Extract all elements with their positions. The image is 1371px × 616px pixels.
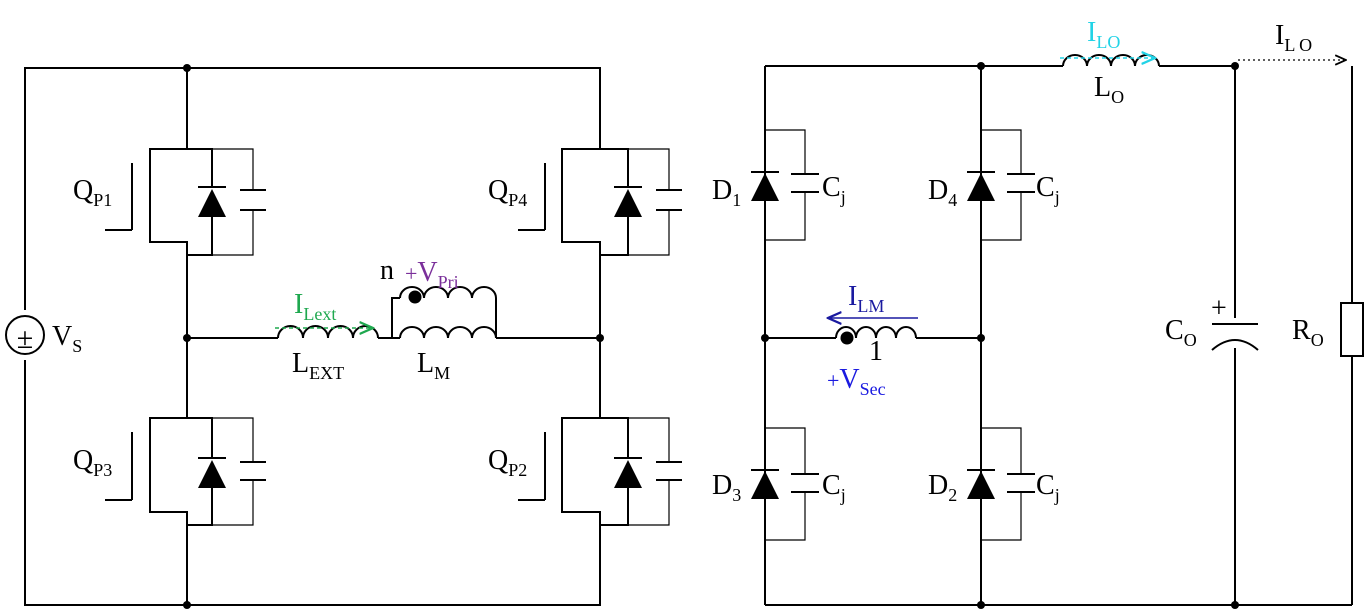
cj-label-d1: Cj bbox=[822, 172, 846, 207]
cj-label-d2: Cj bbox=[1036, 470, 1060, 505]
mosfet-qp2 bbox=[518, 338, 682, 605]
lo-inductor bbox=[1062, 54, 1160, 67]
i-lext-label: ILext bbox=[294, 289, 336, 324]
lext-label: LEXT bbox=[292, 348, 344, 383]
primary-dot-icon bbox=[408, 290, 422, 304]
lo-label: LO bbox=[1094, 72, 1124, 107]
source-label: VS bbox=[52, 321, 82, 356]
secondary-dot-icon bbox=[840, 331, 854, 345]
v-pri-label: +VPri bbox=[405, 257, 459, 292]
junction-dot bbox=[1231, 601, 1239, 609]
i-lo-out-label: IL O bbox=[1275, 20, 1312, 55]
d3-label: D3 bbox=[712, 470, 741, 505]
secondary-turns-label: 1 bbox=[869, 336, 883, 367]
mosfet-qp3 bbox=[105, 338, 266, 605]
diode-d2 bbox=[966, 427, 1035, 541]
dc-voltage-source: ± bbox=[0, 310, 50, 360]
i-lm-label: ILM bbox=[848, 281, 884, 316]
mosfet-qp4 bbox=[518, 68, 682, 338]
qp4-label: QP4 bbox=[488, 175, 527, 210]
junction-dot bbox=[977, 62, 985, 70]
d2-label: D2 bbox=[928, 470, 957, 505]
output-resistor bbox=[1340, 302, 1364, 357]
ro-label: RO bbox=[1292, 315, 1324, 350]
co-label: CO bbox=[1165, 315, 1197, 350]
mosfet-qp1 bbox=[105, 68, 266, 338]
output-capacitor bbox=[1210, 318, 1260, 351]
lm-label: LM bbox=[417, 348, 450, 383]
co-polarity-plus: + bbox=[1211, 293, 1227, 324]
cj-label-d4: Cj bbox=[1036, 172, 1060, 207]
qp3-label: QP3 bbox=[73, 445, 112, 480]
qp1-label: QP1 bbox=[73, 175, 112, 210]
cj-label-d3: Cj bbox=[822, 470, 846, 505]
d4-label: D4 bbox=[928, 175, 957, 210]
transformer-primary bbox=[391, 286, 497, 339]
diode-d4 bbox=[966, 128, 1035, 241]
qp2-label: QP2 bbox=[488, 445, 527, 480]
source-polarity-symbol: ± bbox=[17, 322, 33, 355]
diode-d1 bbox=[750, 128, 819, 241]
transformer-secondary bbox=[835, 326, 917, 345]
d1-label: D1 bbox=[712, 175, 741, 210]
diode-d3 bbox=[750, 427, 819, 541]
v-sec-label: +VSec bbox=[827, 364, 886, 399]
i-lo-label: ILO bbox=[1087, 17, 1120, 52]
junction-dot bbox=[977, 334, 985, 342]
junction-dot bbox=[977, 601, 985, 609]
primary-turns-label: n bbox=[380, 255, 394, 286]
junction-dot bbox=[1231, 62, 1239, 70]
junction-dot bbox=[761, 334, 769, 342]
